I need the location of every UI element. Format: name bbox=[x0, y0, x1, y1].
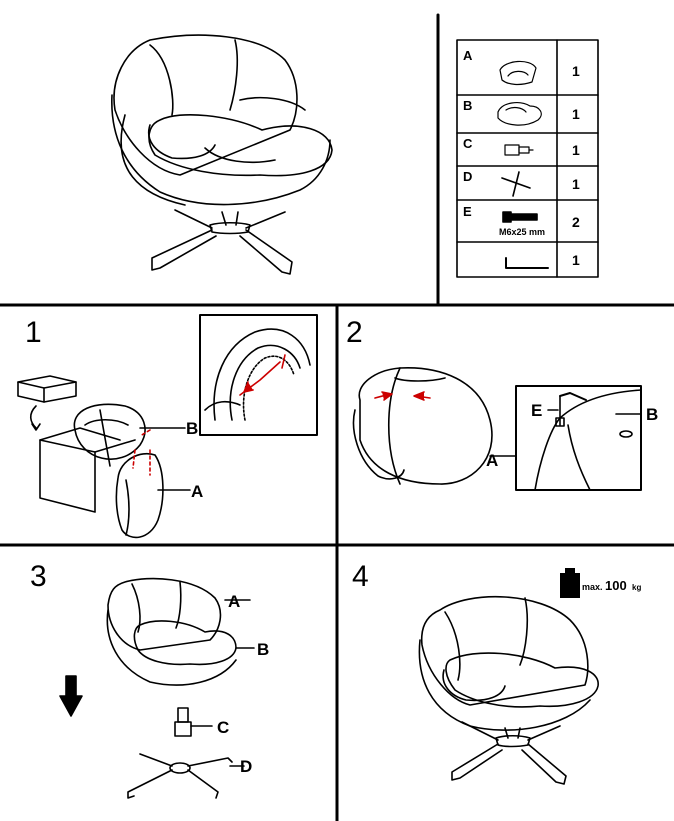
step-3-number: 3 bbox=[30, 560, 47, 593]
part-letter-c: C bbox=[463, 136, 473, 151]
step-4-illustration bbox=[418, 568, 599, 785]
part-letter-d: D bbox=[463, 169, 472, 184]
parts-table bbox=[456, 39, 599, 278]
weight-icon bbox=[560, 568, 580, 598]
max-load-unit: kg bbox=[632, 583, 641, 592]
step-3-label-d: D bbox=[240, 757, 252, 776]
bolt-icon bbox=[502, 211, 538, 223]
seat-cushion-icon bbox=[497, 102, 542, 126]
allen-key-icon bbox=[505, 257, 549, 269]
part-qty-b: 1 bbox=[572, 106, 580, 122]
part-qty-d: 1 bbox=[572, 176, 580, 192]
seat-shell-icon bbox=[499, 60, 537, 86]
step-2-illustration bbox=[352, 367, 642, 491]
step-4-number: 4 bbox=[352, 560, 369, 593]
part-qty-a: 1 bbox=[572, 63, 580, 79]
part-letter-b: B bbox=[463, 98, 472, 113]
part-qty-e: 2 bbox=[572, 214, 580, 230]
panel-dividers bbox=[0, 13, 674, 821]
step-1-label-a: A bbox=[191, 482, 203, 501]
step-3-illustration bbox=[59, 577, 255, 799]
step-2-label-a: A bbox=[486, 451, 498, 470]
gas-cylinder-icon bbox=[504, 144, 534, 156]
step-3-label-b: B bbox=[257, 640, 269, 659]
step-3-label-a: A bbox=[228, 592, 240, 611]
step-1-label-b: B bbox=[186, 419, 198, 438]
star-base-icon bbox=[501, 171, 531, 197]
overview-chair-illustration bbox=[111, 34, 333, 275]
step-2-label-e: E bbox=[531, 401, 542, 420]
part-letter-e: E bbox=[463, 204, 472, 219]
step-3-label-c: C bbox=[217, 718, 229, 737]
part-qty-c: 1 bbox=[572, 142, 580, 158]
part-qty-key: 1 bbox=[572, 252, 580, 268]
step-2-number: 2 bbox=[346, 316, 363, 349]
step-2-label-b: B bbox=[646, 405, 658, 424]
part-letter-a: A bbox=[463, 48, 473, 63]
bolt-size-note: M6x25 mm bbox=[499, 227, 545, 237]
max-load-value: 100 bbox=[605, 578, 627, 593]
max-load-prefix: max. bbox=[582, 582, 603, 592]
parts-table-text: A 1 B 1 C 1 D 1 E M6x25 mm 2 1 bbox=[463, 48, 580, 268]
step-1-number: 1 bbox=[25, 316, 42, 349]
step-1-illustration bbox=[17, 314, 318, 539]
